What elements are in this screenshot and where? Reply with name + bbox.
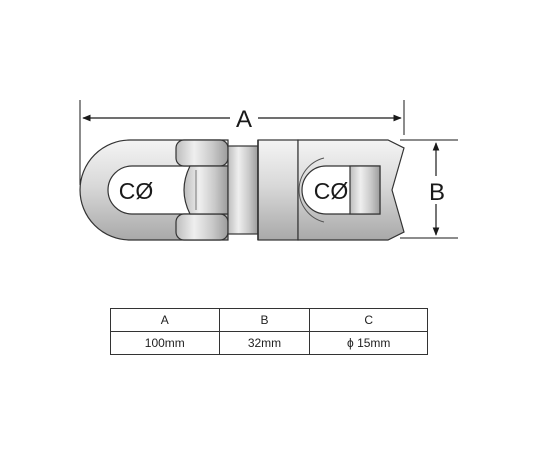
spec-table-header-row: A B C — [110, 308, 428, 332]
spec-table: A B C 100mm 32mm ϕ 15mm — [110, 308, 428, 355]
dimension-a-label: A — [236, 106, 252, 133]
dimension-b-label: B — [429, 179, 445, 206]
spec-header-c: C — [309, 308, 428, 332]
spec-value-c: ϕ 15mm — [309, 331, 428, 355]
dimension-a: A — [79, 100, 405, 185]
spec-value-a: 100mm — [110, 331, 220, 355]
spec-header-b: B — [218, 308, 311, 332]
right-inner-pin — [349, 165, 381, 215]
center-collar-left — [227, 145, 259, 235]
left-jaw-ridge-top — [175, 139, 229, 167]
right-hole-label: CØ — [314, 178, 349, 204]
dimension-b: B — [400, 139, 458, 239]
left-jaw-ridge-bottom — [175, 213, 229, 241]
spec-header-a: A — [110, 308, 220, 332]
spec-value-b: 32mm — [218, 331, 311, 355]
spec-table-value-row: 100mm 32mm ϕ 15mm — [110, 331, 428, 355]
left-hole-label: CØ — [119, 178, 154, 204]
swivel-dimension-diagram: A B CØ CØ — [79, 100, 458, 241]
center-collar-right — [257, 139, 299, 241]
left-inner-pin — [183, 165, 229, 215]
swivel-body — [79, 139, 405, 241]
